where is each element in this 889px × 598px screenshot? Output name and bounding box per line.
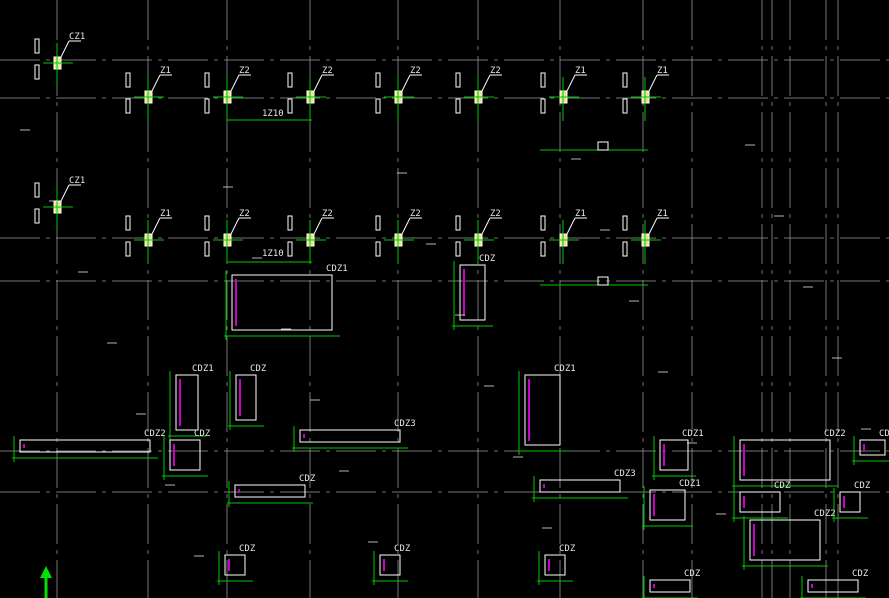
column-label: CZ1 bbox=[69, 176, 85, 186]
core-label: CDZ bbox=[852, 569, 869, 579]
core-wall-block bbox=[168, 371, 206, 440]
beam-mark bbox=[597, 276, 609, 286]
core-wall-block bbox=[832, 488, 868, 522]
core-wall-block bbox=[162, 436, 208, 480]
core-label: CDZ1 bbox=[682, 429, 704, 439]
column-symbol bbox=[287, 215, 334, 264]
core-wall-block bbox=[742, 516, 828, 570]
column-symbol bbox=[622, 72, 669, 121]
column-symbol bbox=[34, 38, 81, 87]
column-symbol bbox=[204, 72, 251, 121]
ucs-arrow-icon bbox=[40, 566, 52, 598]
core-label: CDZ bbox=[684, 569, 701, 579]
core-wall-block bbox=[532, 476, 628, 502]
core-wall-block bbox=[227, 481, 313, 507]
column-symbol bbox=[375, 215, 422, 264]
core-label: CDZ1 bbox=[679, 479, 701, 489]
column-label: Z1 bbox=[575, 66, 586, 76]
core-wall-block bbox=[732, 436, 838, 490]
core-wall-block bbox=[452, 261, 493, 330]
core-wall-block bbox=[537, 551, 573, 585]
column-label: Z2 bbox=[490, 66, 501, 76]
core-wall-block bbox=[642, 576, 698, 598]
core-label: CDZ bbox=[239, 544, 256, 554]
core-label: CDZ bbox=[879, 429, 889, 439]
column-label: Z1 bbox=[160, 66, 171, 76]
beam-label: 1Z10 bbox=[262, 109, 284, 119]
column-label: Z2 bbox=[322, 209, 333, 219]
core-wall-block bbox=[217, 551, 253, 585]
column-symbol bbox=[455, 72, 502, 121]
core-wall-block bbox=[852, 436, 889, 465]
column-label: Z2 bbox=[490, 209, 501, 219]
core-wall-block bbox=[12, 436, 158, 462]
structural-geometry bbox=[12, 38, 889, 598]
core-wall-block bbox=[517, 371, 568, 455]
core-label: CDZ bbox=[774, 481, 791, 491]
column-symbol bbox=[34, 182, 81, 231]
column-symbol bbox=[455, 215, 502, 264]
core-label: CDZ1 bbox=[192, 364, 214, 374]
core-label: CDZ2 bbox=[814, 509, 836, 519]
column-label: Z1 bbox=[160, 209, 171, 219]
column-label: Z2 bbox=[410, 209, 421, 219]
column-label: Z2 bbox=[239, 66, 250, 76]
core-label: CDZ1 bbox=[554, 364, 576, 374]
column-symbol bbox=[622, 215, 669, 264]
core-wall-block bbox=[800, 576, 866, 598]
column-label: Z1 bbox=[575, 209, 586, 219]
core-label: CDZ3 bbox=[394, 419, 416, 429]
column-label: Z2 bbox=[239, 209, 250, 219]
column-label: Z1 bbox=[657, 209, 668, 219]
beam-mark bbox=[597, 141, 609, 151]
column-label: Z2 bbox=[410, 66, 421, 76]
core-label: CDZ2 bbox=[144, 429, 166, 439]
column-symbol bbox=[540, 72, 587, 121]
column-symbol bbox=[125, 72, 172, 121]
core-label: CDZ bbox=[194, 429, 211, 439]
core-wall-block bbox=[292, 426, 408, 452]
column-symbol bbox=[204, 215, 251, 264]
column-label: Z2 bbox=[322, 66, 333, 76]
core-label: CDZ bbox=[299, 474, 316, 484]
core-label: CDZ bbox=[479, 254, 496, 264]
core-wall-block bbox=[228, 371, 264, 430]
core-label: CDZ1 bbox=[326, 264, 348, 274]
core-label: CDZ3 bbox=[614, 469, 636, 479]
column-label: Z1 bbox=[657, 66, 668, 76]
core-wall-block bbox=[642, 486, 693, 530]
core-wall-block bbox=[372, 551, 408, 585]
column-symbol bbox=[125, 215, 172, 264]
core-label: CDZ bbox=[250, 364, 267, 374]
core-label: CDZ bbox=[394, 544, 411, 554]
core-label: CDZ bbox=[854, 481, 871, 491]
column-symbol bbox=[287, 72, 334, 121]
column-symbol bbox=[540, 215, 587, 264]
core-wall-block bbox=[732, 488, 788, 522]
core-wall-block bbox=[224, 271, 340, 340]
column-symbol bbox=[375, 72, 422, 121]
core-label: CDZ2 bbox=[824, 429, 846, 439]
beam-label: 1Z10 bbox=[262, 249, 284, 259]
core-wall-block bbox=[652, 436, 696, 480]
column-label: CZ1 bbox=[69, 32, 85, 42]
core-label: CDZ bbox=[559, 544, 576, 554]
